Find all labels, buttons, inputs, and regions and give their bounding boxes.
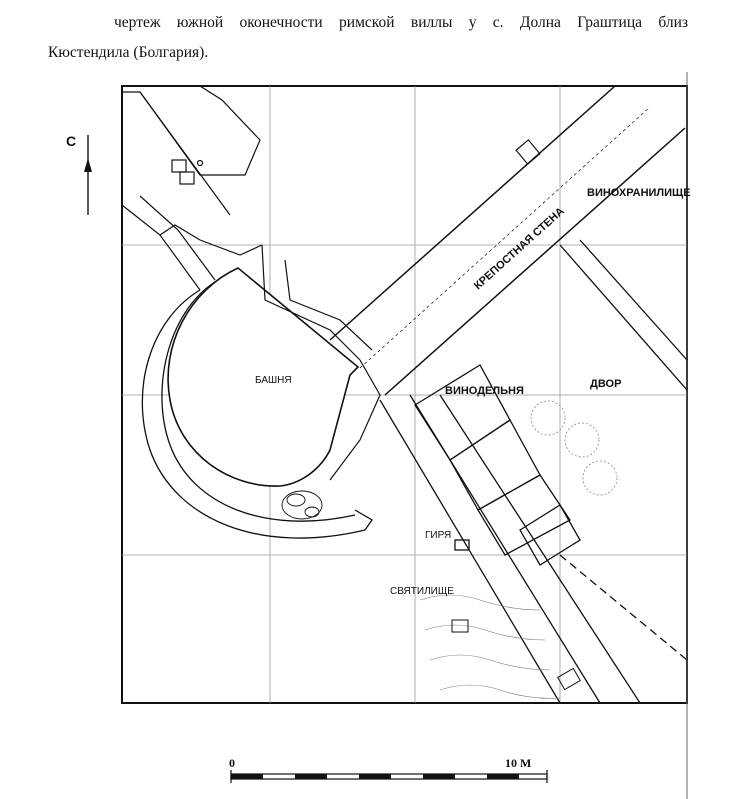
scale-bar: 0 10 М <box>229 756 548 783</box>
figure-caption: чертеж южной оконечности римской виллы у… <box>48 8 688 68</box>
label-yard: ДВОР <box>590 378 621 390</box>
upper-left-wall <box>122 85 261 216</box>
tower-outline <box>167 267 360 487</box>
weight-object <box>454 539 470 551</box>
stone-cluster <box>281 490 323 520</box>
label-sanctuary: СВЯТИЛИЩЕ <box>390 586 454 597</box>
label-fortress-wall: КРЕПОСТНАЯ СТЕНА <box>472 205 567 292</box>
wall-tower-small <box>515 139 541 165</box>
north-arrow: С <box>66 133 92 215</box>
scale-end-label: 10 М <box>505 756 531 770</box>
tower-corridor <box>261 244 381 481</box>
tower-outer-wall <box>141 281 373 539</box>
label-weight: ГИРЯ <box>425 530 451 541</box>
scale-start-label: 0 <box>229 756 235 770</box>
sanctuary-hatching <box>419 594 581 699</box>
fortress-wall <box>329 85 686 396</box>
left-wall-strip <box>121 195 263 291</box>
north-label: С <box>66 133 76 149</box>
yard-circles <box>530 400 618 496</box>
label-tower: БАШНЯ <box>255 375 292 386</box>
caption-line-1: чертеж южной оконечности римской виллы у… <box>114 14 688 31</box>
label-wine-storage: ВИНОХРАНИЛИЩЕ <box>587 187 691 199</box>
label-winery: ВИНОДЕЛЬНЯ <box>445 385 524 397</box>
southeast-wall <box>379 239 688 704</box>
caption-line-2: Кюстендила (Болгария). <box>48 44 209 61</box>
winery-rooms <box>414 364 581 566</box>
